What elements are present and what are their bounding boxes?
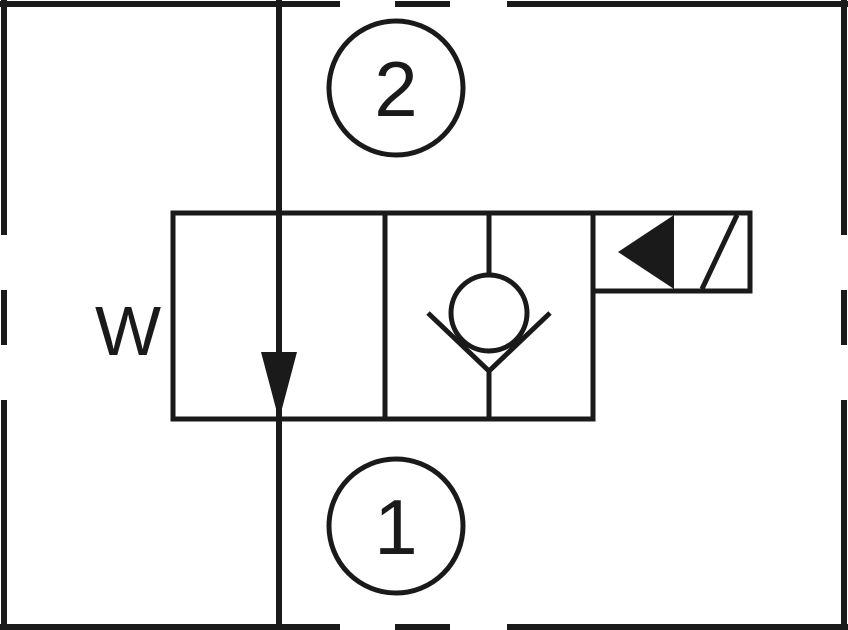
solenoid-slash-icon [699,213,740,291]
solenoid-triangle-icon [618,215,674,289]
port-2-circle [326,18,466,158]
port-2-label: 2 [374,45,417,133]
port-2-marker: 2 [326,18,466,158]
solenoid-icon [590,210,753,294]
solenoid-box [590,210,753,294]
port-1-marker: 1 [326,456,466,596]
flow-arrow-icon [261,352,297,420]
spring-label: W [95,292,161,370]
port-1-circle [326,456,466,596]
check-valve-icon [426,213,552,419]
port-1-label: 1 [374,483,417,571]
